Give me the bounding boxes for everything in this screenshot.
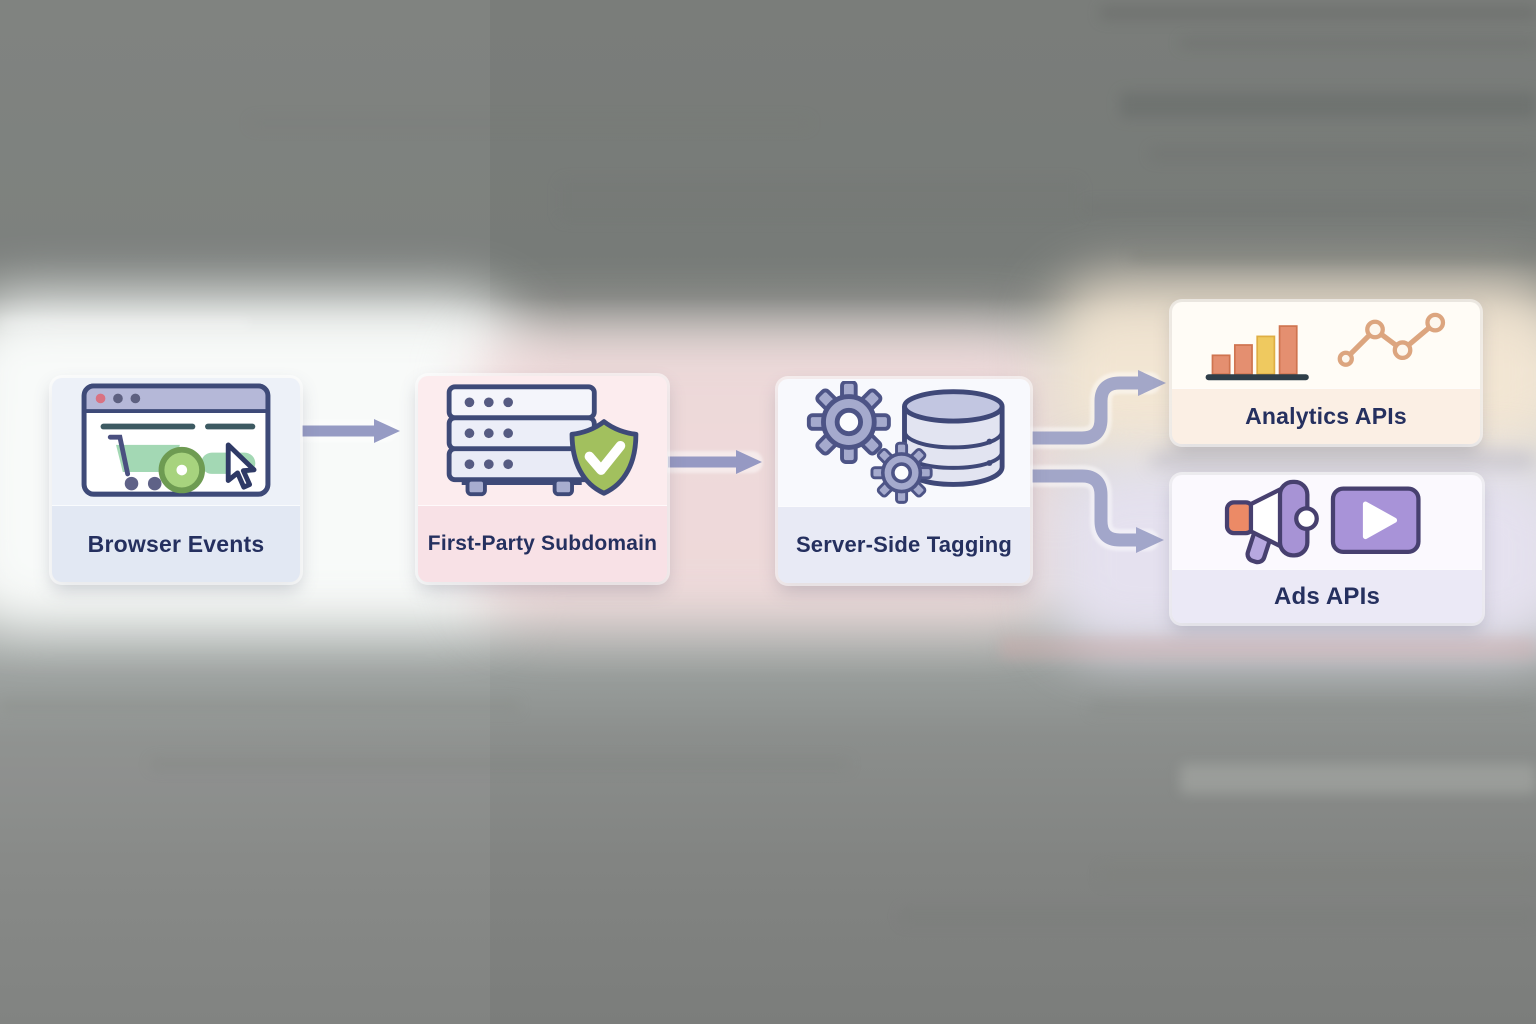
gear-small-icon	[870, 441, 933, 504]
background-streak	[250, 118, 810, 128]
cursor-icon	[225, 441, 257, 490]
video-play-icon	[1330, 486, 1421, 555]
background-streak	[1090, 700, 1536, 714]
browser-events-icon-area	[52, 378, 300, 505]
ads-icon-area	[1172, 475, 1482, 569]
background-band	[1150, 450, 1536, 470]
gear-large-icon	[806, 381, 891, 464]
background-streak	[0, 320, 250, 328]
megaphone-video-ad-icon	[1224, 479, 1421, 565]
browser-shopping-cart-icon	[81, 382, 271, 497]
node-browser-events: Browser Events	[52, 378, 300, 582]
database-icon	[901, 389, 1005, 487]
analytics-icon-area	[1172, 302, 1480, 388]
background-streak	[1000, 636, 1536, 660]
background-streak	[900, 908, 1536, 924]
background-streak	[1085, 203, 1536, 213]
background-streak	[1100, 866, 1536, 884]
node-label: Analytics APIs	[1172, 388, 1480, 444]
server-side-icon-area	[778, 379, 1030, 506]
node-ads-apis: Ads APIs	[1172, 475, 1482, 623]
gears-database-icon	[806, 381, 1005, 504]
node-analytics-apis: Analytics APIs	[1172, 302, 1480, 444]
node-first-party-subdomain: First-Party Subdomain	[418, 376, 667, 582]
background-streak	[560, 180, 1080, 220]
megaphone-icon	[1224, 479, 1319, 565]
edge-server-to-ads	[1032, 469, 1164, 553]
first-party-icon-area	[418, 376, 667, 505]
line-chart-icon	[1337, 312, 1446, 367]
background-streak	[1130, 250, 1536, 262]
background-streak	[1120, 92, 1536, 118]
server-shield-check-icon	[446, 383, 638, 496]
node-label: Server-Side Tagging	[778, 506, 1030, 583]
background-streak	[1100, 6, 1536, 20]
background-streak	[1150, 148, 1536, 160]
background-streak	[1180, 764, 1536, 794]
edge-server-to-analytics	[1032, 370, 1166, 445]
node-label: Browser Events	[52, 505, 300, 582]
node-label: First-Party Subdomain	[418, 505, 667, 582]
shield-check-icon	[569, 418, 638, 496]
background-streak	[0, 700, 520, 712]
node-label: Ads APIs	[1172, 569, 1482, 623]
background-streak	[1180, 38, 1536, 48]
bar-chart-line-chart-icon	[1205, 312, 1446, 381]
background-streak	[150, 758, 850, 770]
bar-chart-icon	[1205, 325, 1309, 381]
node-server-side-tagging: Server-Side Tagging	[778, 379, 1030, 583]
